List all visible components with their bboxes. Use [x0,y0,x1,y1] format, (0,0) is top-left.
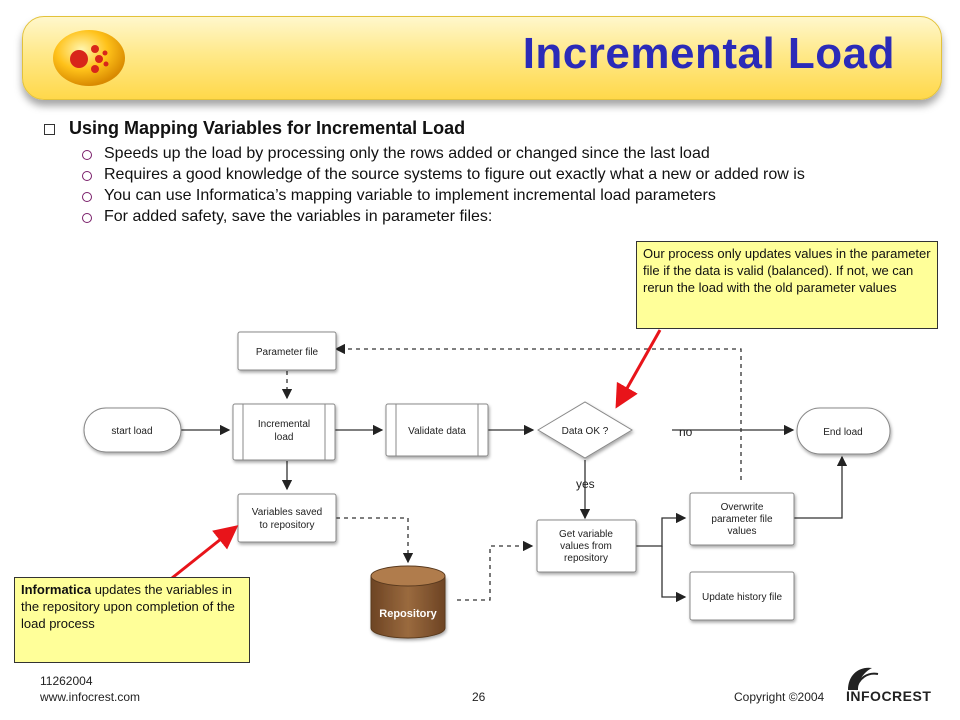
flow-arrow [636,512,687,547]
red-pointer-arrow [615,329,662,409]
validate-data-label: Validate data [408,426,466,437]
variables-saved-line1: Variables saved [252,507,322,518]
flow-arrow [794,455,848,519]
incremental-load-node: Incremental load [232,403,336,461]
get-values-line1: Get variable [559,529,613,540]
get-variable-values-node: Get variable values from repository [536,519,637,573]
overwrite-parameter-node: Overwrite parameter file values [689,492,795,546]
parameter-file-label: Parameter file [256,347,319,358]
bullet-list: Using Mapping Variables for Incremental … [40,118,940,229]
callout-bold-text: Informatica [21,582,92,597]
page-title: Incremental Load [522,29,895,78]
sub-bullet: For added safety, save the variables in … [80,208,940,226]
circle-bullet-icon [82,150,92,160]
overwrite-line1: Overwrite [721,502,764,513]
sub-bullet-text: Speeds up the load by processing only th… [104,145,710,162]
sub-bullet-text: For added safety, save the variables in … [104,208,493,225]
circle-bullet-icon [82,192,92,202]
get-values-line2: values from [560,541,612,552]
yes-label: yes [576,477,595,491]
dashed-connector [334,343,742,480]
repository-cylinder: Repository [370,565,446,639]
sub-bullet: Speeds up the load by processing only th… [80,145,940,163]
title-bar: Incremental Load [22,16,942,100]
bullet-heading: Using Mapping Variables for Incremental … [40,118,940,139]
start-load-label: start load [111,426,152,437]
repository-label: Repository [379,608,437,620]
page-number: 26 [472,690,486,704]
sub-bullet-text: You can use Informatica’s mapping variab… [104,187,716,204]
sub-bullet: Requires a good knowledge of the source … [80,166,940,184]
get-values-line3: repository [564,553,608,564]
footer-url[interactable]: www.infocrest.com [40,690,141,704]
sub-bullet: You can use Informatica’s mapping variab… [80,187,940,205]
overwrite-line3: values [728,526,757,537]
validate-data-node: Validate data [385,403,489,457]
infocrest-logo: INFOCREST [842,664,942,710]
callout-note-bottom: Informatica updates the variables in the… [14,577,250,663]
circle-bullet-icon [82,213,92,223]
no-label: no [679,425,693,439]
circle-bullet-icon [82,171,92,181]
crest-swoosh-icon [848,667,879,691]
update-history-label: Update history file [702,592,782,603]
sub-bullet-text: Requires a good knowledge of the source … [104,166,805,183]
update-history-node: Update history file [689,571,795,621]
square-bullet-icon [44,124,55,135]
start-load-node: start load [83,407,182,453]
dashed-connector [457,540,534,601]
callout-note-top: Our process only updates values in the p… [636,241,938,329]
brand-name: INFOCREST [846,688,932,704]
dashed-connector [336,517,414,564]
variables-saved-node: Variables saved to repository [237,493,337,543]
end-load-label: End load [823,427,862,438]
footer-date: 11262004 [40,674,93,688]
overwrite-line2: parameter file [711,514,773,525]
callout-text: updates the variables in the repository … [21,582,235,631]
parameter-file-node: Parameter file [237,331,337,371]
incremental-label-line2: load [275,432,294,443]
variables-saved-line2: to repository [259,520,314,531]
flow-arrow [661,546,687,603]
data-ok-decision-node: Data OK ? [537,401,633,459]
orb-logo-icon [53,30,125,86]
red-pointer-arrow [171,525,239,580]
footer-copyright: Copyright ©2004 [734,690,825,704]
data-ok-label: Data OK ? [562,426,609,437]
heading-text: Using Mapping Variables for Incremental … [69,118,466,138]
end-load-node: End load [796,407,891,455]
incremental-label-line1: Incremental [258,419,310,430]
